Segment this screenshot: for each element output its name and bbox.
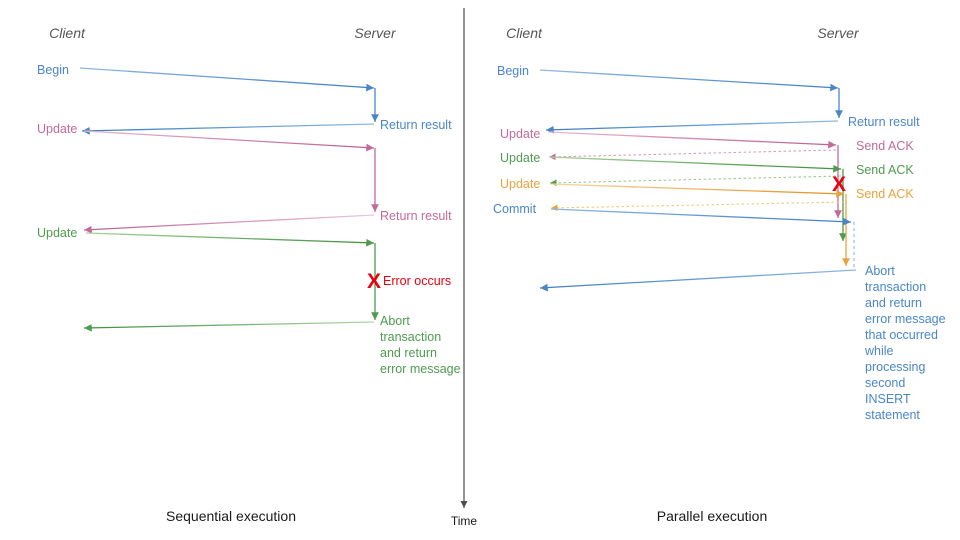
left-server-lane-label: Server xyxy=(354,25,397,41)
left-client-lane-label: Client xyxy=(49,25,86,41)
right-arrow-update-3 xyxy=(549,183,845,198)
right-arrow-commit xyxy=(550,208,852,226)
right-abort-note-line-5: that occurred xyxy=(865,328,938,342)
right-flow-begin: Begin Return result xyxy=(497,64,920,134)
left-abort-note-line-4: error message xyxy=(380,362,461,376)
right-label-return-result: Return result xyxy=(848,115,920,129)
left-arrow-abort-return xyxy=(83,321,375,332)
right-label-send-ack-3: Send ACK xyxy=(856,187,914,201)
right-abort-note-line-10: statement xyxy=(865,408,920,422)
right-label-update-2: Update xyxy=(500,151,540,165)
right-abort-note-line-4: error message xyxy=(865,312,946,326)
right-flow-update-2: Update Send ACK xyxy=(500,151,914,241)
error-x-icon: X xyxy=(367,270,381,293)
time-axis-label: Time xyxy=(451,514,478,528)
right-abort-note-line-9: INSERT xyxy=(865,392,911,406)
left-abort-note: Abort transaction and return error messa… xyxy=(380,314,461,376)
right-flow-update-1: Update Send ACK xyxy=(500,127,914,218)
right-flow-update-3: Update Send ACK xyxy=(500,177,914,266)
left-label-error-occurs: Error occurs xyxy=(383,274,451,288)
right-arrow-abort-return xyxy=(539,269,857,292)
right-arrow-send-ack-2 xyxy=(549,175,842,187)
left-flow-update-2: Update xyxy=(37,226,379,332)
right-bottom-caption: Parallel execution xyxy=(657,508,768,524)
right-flow-commit: Commit xyxy=(493,202,857,292)
left-label-update-1: Update xyxy=(37,122,77,136)
left-label-update-2: Update xyxy=(37,226,77,240)
right-arrow-update-2 xyxy=(548,156,842,173)
right-arrow-return-result xyxy=(545,120,839,134)
left-flow-update-1: Update Return result xyxy=(37,122,452,234)
left-arrow-return-result-1 xyxy=(81,123,375,135)
left-panel-sequential: Client Server Begin Return result Update… xyxy=(37,25,461,524)
right-abort-note-line-7: processing xyxy=(865,360,925,374)
right-abort-note-line-6: while xyxy=(864,344,894,358)
right-arrow-update-1 xyxy=(547,131,837,149)
left-arrow-return-result-2 xyxy=(83,214,375,234)
left-bottom-caption: Sequential execution xyxy=(166,508,296,524)
right-abort-note: Abort transaction and return error messa… xyxy=(864,264,946,422)
left-arrow-update-2 xyxy=(85,232,375,247)
right-label-send-ack-2: Send ACK xyxy=(856,163,914,177)
right-abort-note-line-8: second xyxy=(865,376,905,390)
right-label-begin: Begin xyxy=(497,64,529,78)
time-axis: Time xyxy=(451,8,478,528)
right-arrow-send-ack-1 xyxy=(548,149,837,161)
right-label-update-1: Update xyxy=(500,127,540,141)
right-label-send-ack-1: Send ACK xyxy=(856,139,914,153)
left-label-return-result-2: Return result xyxy=(380,209,452,223)
right-client-lane-label: Client xyxy=(506,25,543,41)
right-arrow-send-ack-3 xyxy=(550,201,845,212)
right-arrow-begin xyxy=(539,69,839,92)
left-abort-note-line-2: transaction xyxy=(380,330,441,344)
right-abort-note-line-2: transaction xyxy=(865,280,926,294)
right-abort-note-line-3: and return xyxy=(865,296,922,310)
left-error-group: X Error occurs xyxy=(367,270,451,293)
right-server-lane-label: Server xyxy=(817,25,860,41)
left-abort-note-line-1: Abort xyxy=(380,314,410,328)
right-error-group: X xyxy=(832,173,846,196)
error-x-icon: X xyxy=(832,173,846,196)
right-panel-parallel: Client Server Begin Return result Update… xyxy=(493,25,946,524)
left-abort-note-line-3: and return xyxy=(380,346,437,360)
left-flow-begin: Begin Return result xyxy=(37,63,452,135)
right-label-update-3: Update xyxy=(500,177,540,191)
left-label-return-result-1: Return result xyxy=(380,118,452,132)
right-label-commit: Commit xyxy=(493,202,537,216)
right-abort-note-line-1: Abort xyxy=(865,264,895,278)
left-arrow-update-1 xyxy=(83,130,375,152)
left-arrow-begin xyxy=(79,67,375,92)
left-label-begin: Begin xyxy=(37,63,69,77)
